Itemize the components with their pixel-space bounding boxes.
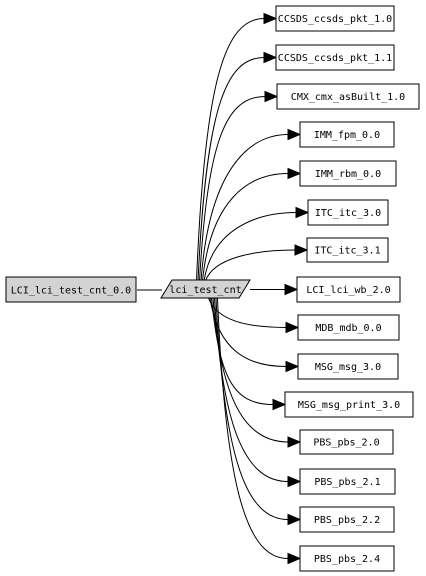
target-node-box — [275, 5, 395, 32]
source-node-label: LCI_lci_test_cnt_0.0 — [11, 286, 131, 297]
target-node-label: LCI_lci_wb_2.0 — [306, 285, 390, 296]
edge-to-target — [212, 297, 289, 443]
target-node-box — [297, 353, 399, 380]
target-node-box — [296, 276, 401, 303]
target-node-box — [297, 314, 400, 341]
target-node-label: MDB_mdb_0.0 — [315, 323, 381, 334]
target-node-box — [299, 160, 397, 187]
edge-to-target — [215, 297, 289, 520]
target-node[interactable]: IMM_rbm_0.0 — [299, 160, 397, 187]
target-node-box — [275, 44, 395, 71]
target-node-label: ITC_itc_3.0 — [315, 208, 381, 219]
arrowhead — [285, 360, 300, 373]
target-node-label: PBS_pbs_2.1 — [314, 477, 380, 488]
target-node[interactable]: LCI_lci_wb_2.0 — [296, 276, 401, 303]
target-node-label: PBS_pbs_2.2 — [314, 515, 380, 526]
arrowhead — [264, 90, 279, 103]
target-node[interactable]: ITC_itc_3.1 — [306, 237, 389, 263]
arrowhead — [272, 398, 287, 411]
target-node[interactable]: ITC_itc_3.0 — [307, 199, 389, 226]
target-node-box — [284, 391, 414, 418]
target-node[interactable]: CCSDS_ccsds_pkt_1.0 — [275, 5, 395, 32]
arrowhead — [295, 206, 310, 219]
target-node-label: PBS_pbs_2.4 — [314, 554, 380, 565]
target-node-label: MSG_msg_3.0 — [315, 362, 381, 373]
edge-to-target — [197, 57, 265, 282]
target-node-label: IMM_rbm_0.0 — [315, 169, 381, 180]
edges-layer — [137, 12, 310, 565]
center-node[interactable]: lci_test_cnt — [160, 279, 251, 299]
edge-to-target — [208, 297, 287, 328]
edge-to-target — [202, 173, 289, 282]
target-node-box — [276, 83, 420, 110]
source-node-box — [5, 276, 137, 303]
target-node[interactable]: MSG_msg_3.0 — [297, 353, 399, 380]
target-node[interactable]: MDB_mdb_0.0 — [297, 314, 400, 341]
target-node-box — [299, 429, 394, 455]
arrowhead — [287, 436, 302, 448]
target-node-label: CCSDS_ccsds_pkt_1.1 — [278, 53, 392, 64]
arrowhead — [287, 167, 302, 180]
center-node-shape — [160, 279, 251, 299]
edge-to-target — [211, 297, 274, 405]
target-node-box — [299, 506, 395, 533]
target-node-label: ITC_itc_3.1 — [314, 246, 380, 257]
arrowhead — [263, 51, 278, 64]
arrowhead — [287, 475, 302, 488]
target-node-label: MSG_msg_print_3.0 — [298, 400, 400, 411]
target-node[interactable]: PBS_pbs_2.0 — [299, 429, 394, 455]
edge-to-target — [196, 18, 265, 282]
arrowhead — [263, 12, 278, 25]
arrowhead — [287, 128, 302, 141]
edge-to-target — [214, 297, 289, 482]
arrowhead — [285, 321, 300, 334]
target-node[interactable]: PBS_pbs_2.1 — [299, 468, 396, 495]
arrowhead — [284, 283, 299, 296]
target-node-box — [299, 468, 396, 495]
edge-to-target — [217, 297, 289, 559]
target-node[interactable]: PBS_pbs_2.2 — [299, 506, 395, 533]
edge-to-target — [203, 212, 297, 282]
arrowhead — [287, 552, 302, 565]
target-node[interactable]: CCSDS_ccsds_pkt_1.1 — [275, 44, 395, 71]
edge-to-target — [205, 249, 296, 282]
target-node[interactable]: MSG_msg_print_3.0 — [284, 391, 414, 418]
target-node[interactable]: IMM_fpm_0.0 — [299, 121, 395, 148]
edge-to-target — [200, 134, 289, 282]
target-node-label: IMM_fpm_0.0 — [314, 130, 380, 141]
target-node-label: CMX_cmx_asBuilt_1.0 — [291, 92, 405, 103]
center-node-label: lci_test_cnt — [169, 285, 241, 296]
target-node-box — [299, 545, 395, 572]
target-node-box — [307, 199, 389, 226]
target-node[interactable]: PBS_pbs_2.4 — [299, 545, 395, 572]
edge-to-target — [199, 96, 266, 282]
arrowhead — [287, 513, 302, 526]
source-node[interactable]: LCI_lci_test_cnt_0.0 — [5, 276, 137, 303]
target-nodes: CCSDS_ccsds_pkt_1.0CCSDS_ccsds_pkt_1.1CM… — [275, 5, 420, 572]
target-node-box — [306, 237, 389, 263]
arrowhead — [294, 244, 309, 256]
target-node[interactable]: CMX_cmx_asBuilt_1.0 — [276, 83, 420, 110]
target-node-box — [299, 121, 395, 148]
target-node-label: PBS_pbs_2.0 — [313, 438, 379, 449]
target-node-label: CCSDS_ccsds_pkt_1.0 — [278, 14, 392, 25]
